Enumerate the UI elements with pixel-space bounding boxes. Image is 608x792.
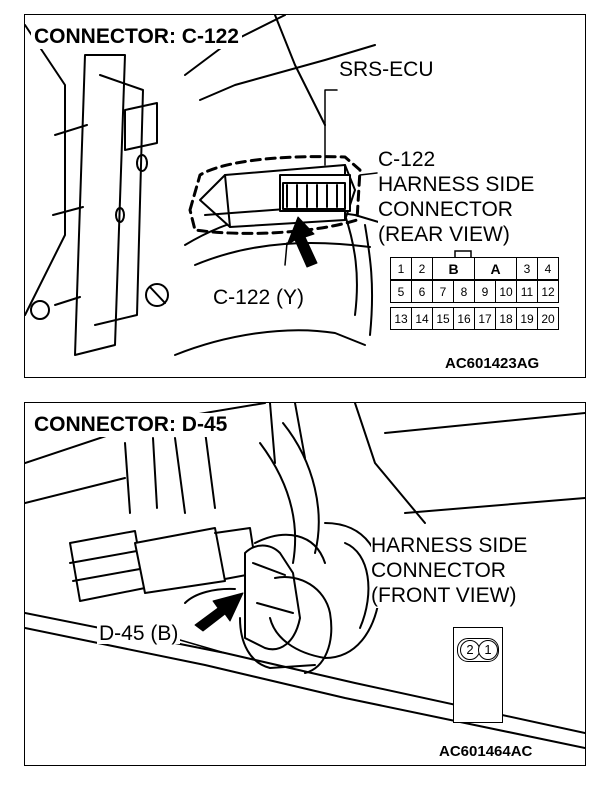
d45-pin-layout: 2 1 <box>453 627 503 723</box>
c122-pin: 7 <box>432 280 454 303</box>
d45-figure-code: AC601464AC <box>437 743 535 760</box>
d45-panel-title: CONNECTOR: D-45 <box>31 413 231 437</box>
c122-pin: 10 <box>495 280 517 303</box>
c122-desc-line-4: (REAR VIEW) <box>378 223 510 246</box>
d45-connector-description: HARNESS SIDE CONNECTOR (FRONT VIEW) <box>371 533 528 608</box>
c122-pin: 1 <box>390 257 412 280</box>
c122-connector-description: C-122 HARNESS SIDE CONNECTOR (REAR VIEW) <box>378 147 535 247</box>
d45-pin: 2 <box>460 640 480 660</box>
d45-connector-face: 2 1 <box>457 638 499 662</box>
c122-pin: 13 <box>390 307 412 330</box>
d45-desc-line-1: HARNESS SIDE <box>371 534 528 557</box>
c122-pin: 11 <box>516 280 538 303</box>
d45-connector-tag: D-45 (B) <box>97 622 181 645</box>
c122-pin: 18 <box>495 307 517 330</box>
d45-desc-line-2: CONNECTOR <box>371 559 506 582</box>
c122-pin: 17 <box>474 307 496 330</box>
c122-desc-line-1: C-122 <box>378 148 436 171</box>
c122-pin: A <box>474 257 517 280</box>
d45-desc-line-3: (FRONT VIEW) <box>371 584 517 607</box>
c122-pin-grid-rows: 5 6 7 8 9 10 11 12 13 14 15 16 17 18 19 … <box>390 280 559 330</box>
d45-location-illustration <box>25 403 585 749</box>
c122-figure-code: AC601423AG <box>443 355 542 372</box>
c122-pin: 3 <box>516 257 538 280</box>
c122-pin: B <box>432 257 475 280</box>
c122-desc-line-3: CONNECTOR <box>378 198 513 221</box>
c122-pin: 16 <box>453 307 475 330</box>
c122-pin: 6 <box>411 280 433 303</box>
c122-pin: 14 <box>411 307 433 330</box>
c122-pin: 20 <box>537 307 559 330</box>
d45-pin: 1 <box>478 640 498 660</box>
srs-ecu-label: SRS-ECU <box>337 58 436 81</box>
c122-pin: 4 <box>537 257 559 280</box>
c122-desc-line-2: HARNESS SIDE <box>378 173 535 196</box>
connector-d45-panel: CONNECTOR: D-45 HARNESS SIDE CONNECTOR (… <box>24 402 586 766</box>
c122-location-illustration <box>25 15 406 356</box>
c122-pin: 15 <box>432 307 454 330</box>
c122-pin: 2 <box>411 257 433 280</box>
connector-c122-panel: CONNECTOR: C-122 SRS-ECU C-122 HARNESS S… <box>24 14 586 378</box>
c122-pin-grid: 1 2 B A 3 4 <box>390 257 559 280</box>
c122-pin: 19 <box>516 307 538 330</box>
c122-panel-title: CONNECTOR: C-122 <box>31 25 242 49</box>
c122-pin: 12 <box>537 280 559 303</box>
c122-connector-tag: C-122 (Y) <box>211 286 307 309</box>
c122-connector-latch <box>454 250 472 257</box>
c122-pin: 5 <box>390 280 412 303</box>
c122-pin: 8 <box>453 280 475 303</box>
c122-pin: 9 <box>474 280 496 303</box>
